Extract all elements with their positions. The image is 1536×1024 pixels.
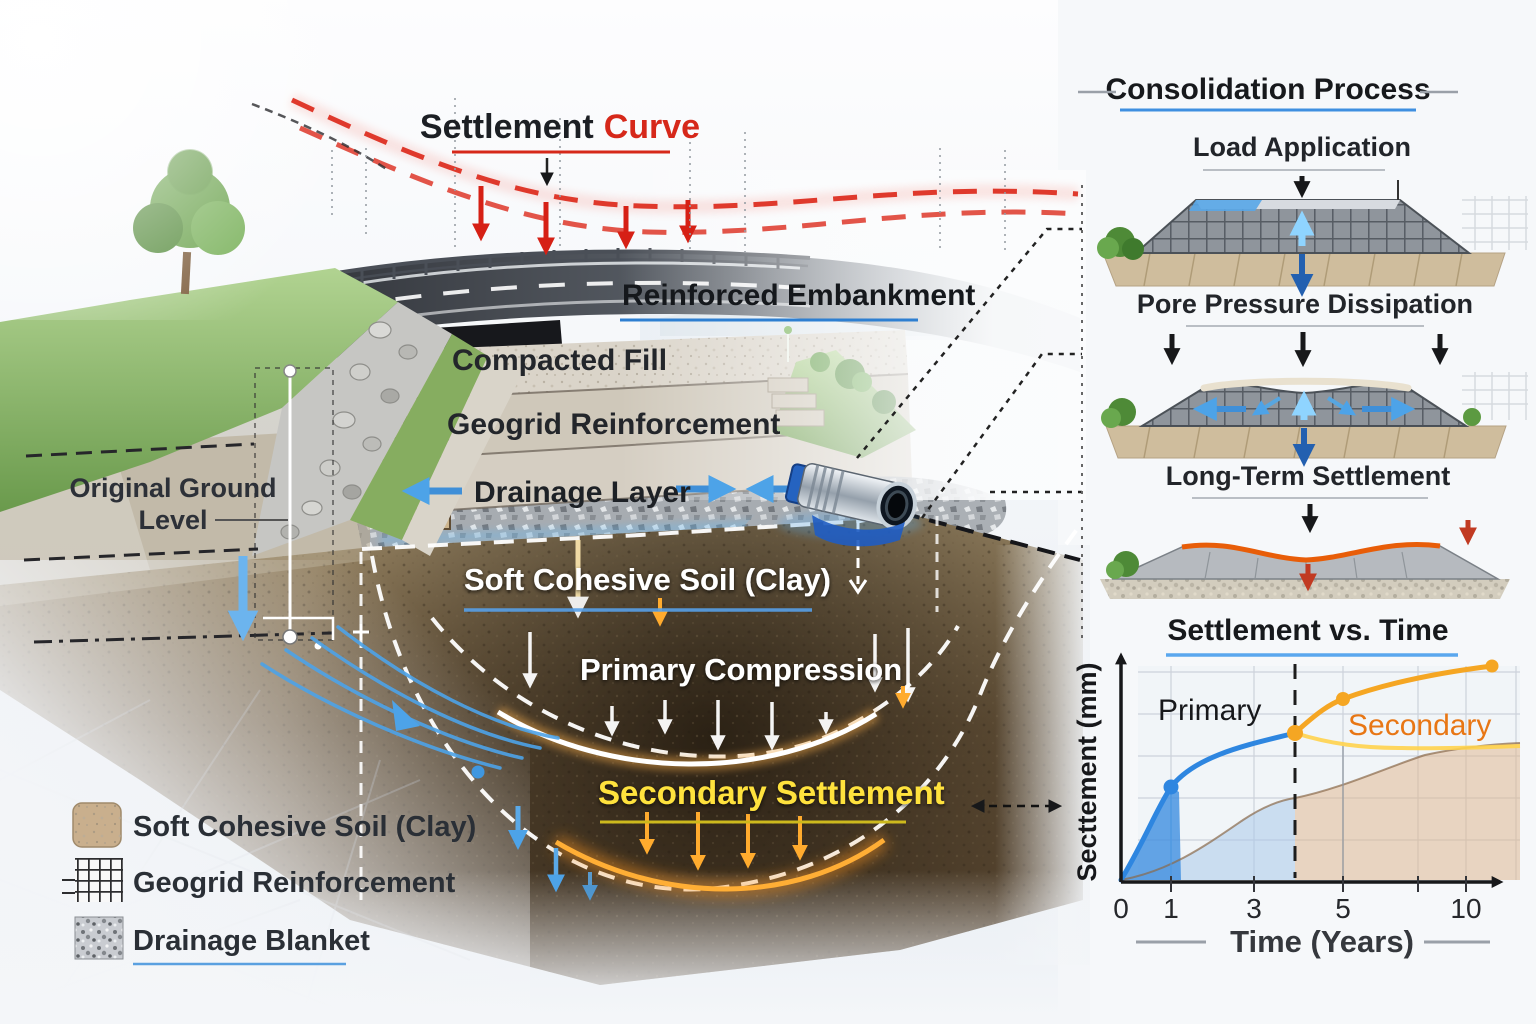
step2-grid-backdrop	[1462, 372, 1528, 420]
chart-secondary-region-label: Secondary	[1348, 709, 1491, 742]
settlement-curve-graphic	[251, 93, 1081, 256]
drainage-flow-arrows	[401, 475, 792, 505]
geogrid-reinforcement-label: Geogrid Reinforcement	[447, 408, 780, 441]
flow-arrowhead	[392, 700, 420, 731]
legend-label-clay: Soft Cohesive Soil (Clay)	[133, 811, 476, 843]
primary-compression-arrows	[522, 628, 916, 751]
legend-swatch-geogrid-tails	[62, 879, 75, 894]
chart-x-axis-label: Time (Years)	[1230, 924, 1414, 959]
primary-compression-label: Primary Compression	[580, 652, 902, 687]
step1-blue-patch	[1189, 200, 1262, 211]
chart-primary-region-label: Primary	[1158, 694, 1261, 727]
step2-illustration	[1101, 372, 1528, 467]
step3-illustration	[1100, 520, 1510, 599]
area-secondary-shaded	[1295, 743, 1520, 880]
original-ground-label-line1: Original Ground	[70, 473, 277, 503]
mist-top-left	[0, 0, 420, 320]
step1-bush-icon	[1097, 227, 1144, 260]
settlement-curve-label-red: Curve	[604, 108, 700, 146]
grass-hill	[0, 268, 398, 512]
data-point-year1	[1163, 779, 1179, 795]
step3-soil-texture	[1100, 579, 1510, 599]
settlement-curve-label: Settlement Curve	[420, 108, 700, 146]
x-tick-labels: 0 1 3 5 10	[1113, 893, 1481, 924]
step1-illustration	[1097, 180, 1528, 297]
x-tick-5: 5	[1335, 893, 1351, 924]
secondary-settlement-label: Secondary Settlement	[598, 774, 945, 811]
legend-label-drainage: Drainage Blanket	[133, 925, 370, 957]
pore-water-graphics	[227, 475, 792, 901]
step-load-application-label: Load Application	[1193, 132, 1411, 162]
riprap-rocks	[252, 302, 452, 556]
x-tick-0: 0	[1113, 893, 1129, 924]
panel-connector-lines	[856, 227, 1082, 519]
step2-bush-icon	[1101, 398, 1481, 428]
legend-swatch-geogrid	[75, 858, 123, 902]
chart-title: Settlement vs. Time	[1167, 614, 1448, 647]
step-long-term-label: Long-Term Settlement	[1166, 461, 1451, 491]
original-ground-label-line2: Level	[138, 505, 207, 535]
x-tick-10: 10	[1450, 893, 1481, 924]
settlement-curve-label-black: Settlement	[420, 108, 594, 146]
legend-label-geogrid: Geogrid Reinforcement	[133, 867, 456, 899]
step3-settlement-arrows	[1299, 520, 1477, 592]
drainage-layer-label: Drainage Layer	[474, 476, 691, 509]
chart-y-axis-label: Secttement (mm)	[1072, 662, 1102, 881]
area-primary-shaded	[1121, 798, 1295, 880]
step3-settled-surface-line	[1181, 541, 1441, 563]
data-point-junction	[1287, 725, 1303, 741]
compacted-fill-label: Compacted Fill	[452, 344, 667, 377]
x-axis-ticks	[1170, 876, 1467, 892]
x-tick-1: 1	[1163, 893, 1179, 924]
consolidation-process-panel: Consolidation Process Load Application P…	[1078, 73, 1528, 599]
grass-verge	[350, 334, 488, 540]
legend-swatch-clay-texture	[73, 803, 121, 847]
data-point-year5	[1336, 692, 1350, 706]
step2-branch-arrows	[1251, 396, 1357, 416]
secondary-curve	[1292, 663, 1495, 736]
panel-title: Consolidation Process	[1105, 73, 1430, 106]
settlement-vs-time-chart: Settlement vs. Time Primary Secondary 0 …	[1072, 614, 1521, 959]
x-tick-3: 3	[1246, 893, 1262, 924]
data-point-year10	[1485, 659, 1499, 673]
step2-top-strip	[1200, 377, 1412, 392]
secondary-flat-curve	[1294, 731, 1521, 751]
step3-bush-icon	[1106, 551, 1139, 579]
step2-load-arrows	[1163, 332, 1449, 368]
load-arrows-red	[472, 186, 697, 256]
concrete-strip	[402, 356, 522, 556]
step-pore-pressure-label: Pore Pressure Dissipation	[1137, 289, 1473, 319]
legend: Soft Cohesive Soil (Clay) Geogrid Reinfo…	[62, 802, 476, 966]
settlement-measure-rod	[215, 364, 335, 650]
mist-right	[620, 170, 1086, 500]
reinforced-embankment-label: Reinforced Embankment	[622, 279, 975, 312]
ground-level-lines	[23, 442, 1081, 644]
guide-dotted-verticals	[331, 98, 1006, 252]
rock-stones	[280, 321, 418, 540]
step1-grid-backdrop	[1462, 196, 1528, 250]
drainage-pipe-icon	[778, 463, 922, 547]
mist-bottom	[0, 860, 1090, 1024]
soft-cohesive-soil-label: Soft Cohesive Soil (Clay)	[464, 562, 831, 597]
legend-swatch-drainage	[74, 916, 124, 960]
